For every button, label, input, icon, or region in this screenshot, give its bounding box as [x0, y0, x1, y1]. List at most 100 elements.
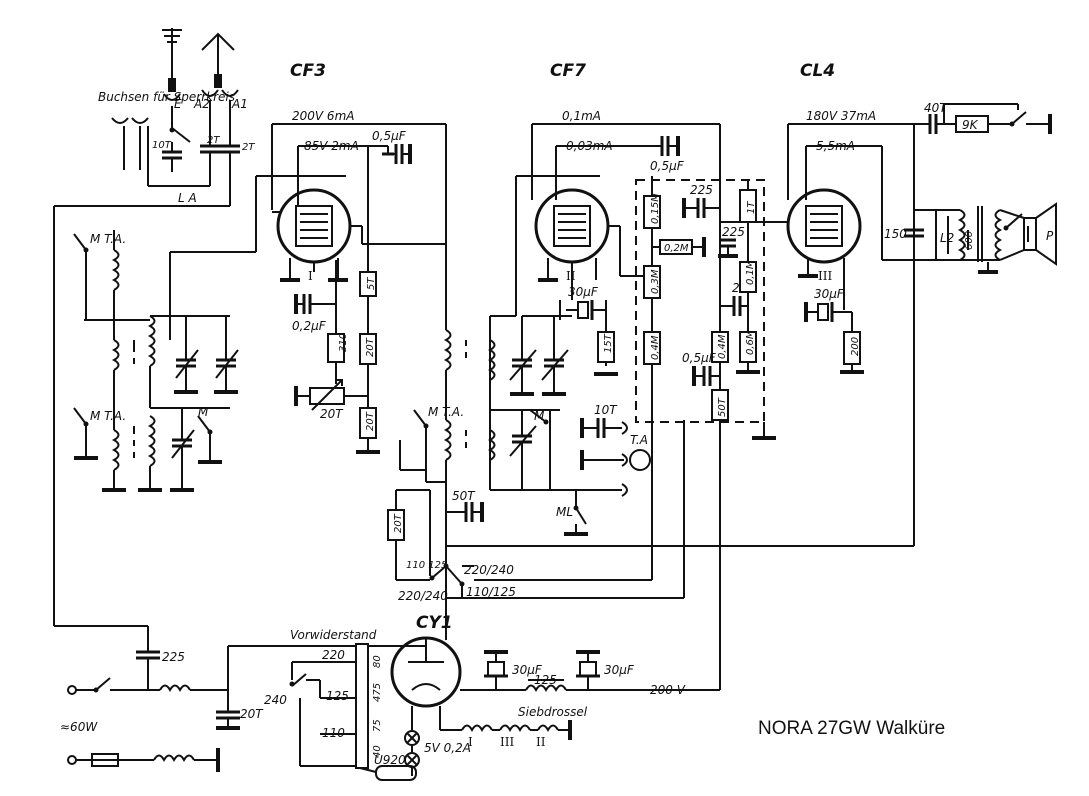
r5t-label: 5T	[366, 277, 377, 290]
r15t-label: 15T	[603, 333, 614, 353]
cap-05uf-stage1	[382, 144, 412, 164]
stage3-screen: 5,5mA	[816, 139, 855, 153]
output-voltage-label: 200 V	[650, 683, 686, 697]
mains-c225: 225	[162, 650, 185, 664]
power-label: ≈60W	[60, 720, 98, 734]
tube-cl4	[786, 188, 862, 310]
la-label: L A	[178, 191, 197, 205]
stage2-c225b: 225	[722, 225, 745, 239]
switch-tone	[1009, 104, 1052, 134]
switch-m-ta-3	[413, 409, 446, 483]
cap-10t-label: 10T	[152, 140, 172, 151]
stage3-c600: 600	[964, 231, 975, 250]
selector-c: 220/240	[398, 589, 448, 603]
stage2-c30: 30µF	[568, 285, 599, 299]
shield-box	[635, 179, 765, 423]
ta-label: T.A	[630, 433, 648, 447]
switch-m-stage2	[529, 409, 549, 425]
potentiometer-20t	[294, 379, 368, 411]
cap-02uf	[294, 294, 336, 314]
stage2-supply: 0,1mA	[562, 109, 601, 123]
tube-3-roman: III	[818, 269, 832, 283]
switch-m-left-label: M	[198, 405, 209, 419]
earth-label: E	[174, 97, 182, 111]
earth-terminal	[162, 28, 182, 101]
r1t-label: 1T	[746, 201, 757, 214]
cap-2t-b-label: 2T	[242, 142, 255, 153]
r03-label: 0,3M	[650, 269, 661, 294]
filament-ii: II	[536, 735, 546, 749]
cap-20t-mains	[216, 646, 240, 730]
cap-2t-a-label: 2T	[207, 135, 220, 146]
cap-05uf-b	[692, 366, 720, 386]
cap-10t-ta	[580, 418, 628, 438]
tube-cy1-type: CY1	[416, 613, 453, 633]
stage2-c50t: 50T	[452, 489, 476, 503]
mains-r20t-label: 20T	[393, 513, 404, 533]
tuning-coils-left	[138, 251, 256, 492]
switch-m-ta-2	[73, 407, 98, 460]
ta-socket	[580, 449, 651, 497]
filament-i: I	[468, 735, 473, 749]
cap-20t	[720, 296, 748, 316]
r01-label: 0,1M	[745, 260, 756, 285]
stage1-c02: 0,2µF	[292, 319, 327, 333]
stage3-c40t: 40T	[924, 101, 948, 115]
tube-cf3	[272, 188, 362, 282]
vorwid-label: Vorwiderstand	[290, 628, 377, 642]
speaker-label: P	[1046, 229, 1054, 243]
stage2-c05b: 0,5µF	[682, 351, 717, 365]
r200-label: 200	[850, 337, 861, 356]
cap-50t	[446, 502, 484, 522]
cap-05uf-stage2	[660, 136, 680, 156]
tap-r80: 80	[372, 655, 383, 668]
cap-225-b	[718, 238, 738, 258]
tap-110: 110	[322, 726, 345, 740]
mains-c30a: 30µF	[512, 663, 543, 677]
stage1-supply: 200V 6mA	[292, 109, 354, 123]
stage1-pot: 20T	[320, 407, 344, 421]
series-resistor	[289, 643, 394, 769]
switch-m-ta-2-label: M T.A.	[90, 409, 126, 423]
tube-2-roman: II	[566, 269, 576, 283]
tap-r40: 40	[372, 745, 383, 758]
stage3-l2: L2	[940, 231, 954, 245]
speaker	[999, 202, 1057, 266]
cap-225-a	[682, 198, 720, 218]
r015-label: 0,15M	[650, 193, 661, 224]
coil-stack-mid	[443, 329, 467, 560]
a1-label: A1	[231, 97, 248, 111]
filament-iii: III	[500, 735, 514, 749]
stage3-supply: 180V 37mA	[806, 109, 876, 123]
tap-240: 240	[264, 693, 287, 707]
coil-stack-left	[84, 230, 150, 492]
tube-1-type: CF3	[290, 61, 326, 81]
cap-2t-a1	[220, 100, 240, 206]
filter-section	[484, 650, 720, 693]
mains-fuse	[67, 748, 220, 772]
selector-b: 220/240	[464, 563, 514, 577]
stage1-screen: 85V 2mA	[304, 139, 359, 153]
lamp-label: 5V 0,2A	[424, 741, 471, 755]
selector-a: 110 125	[406, 560, 447, 571]
r9k-label: 9K	[962, 118, 979, 132]
cap-30uf-stage3	[804, 302, 852, 322]
tap-r75: 75	[372, 719, 383, 732]
tap-r475: 475	[372, 683, 383, 702]
stage2-c05: 0,5µF	[650, 159, 685, 173]
mains-input	[67, 677, 228, 695]
voltage-selector	[429, 420, 685, 599]
switch-m-stage2-label: M	[534, 409, 545, 423]
cap-10t-antenna	[162, 142, 182, 172]
stage1-c05: 0,5µF	[372, 129, 407, 143]
stage3-c30: 30µF	[814, 287, 845, 301]
cap-2t-a2	[200, 100, 220, 186]
r50t-label: 50T	[717, 397, 728, 417]
r02-label: 0,2M	[664, 243, 689, 254]
tube-1-roman: I	[308, 269, 313, 283]
sockets-label: Buchsen für Sperrkreis	[98, 90, 235, 104]
switch-ml	[564, 490, 588, 536]
switch-m-ta-1-label: M T.A.	[90, 232, 126, 246]
